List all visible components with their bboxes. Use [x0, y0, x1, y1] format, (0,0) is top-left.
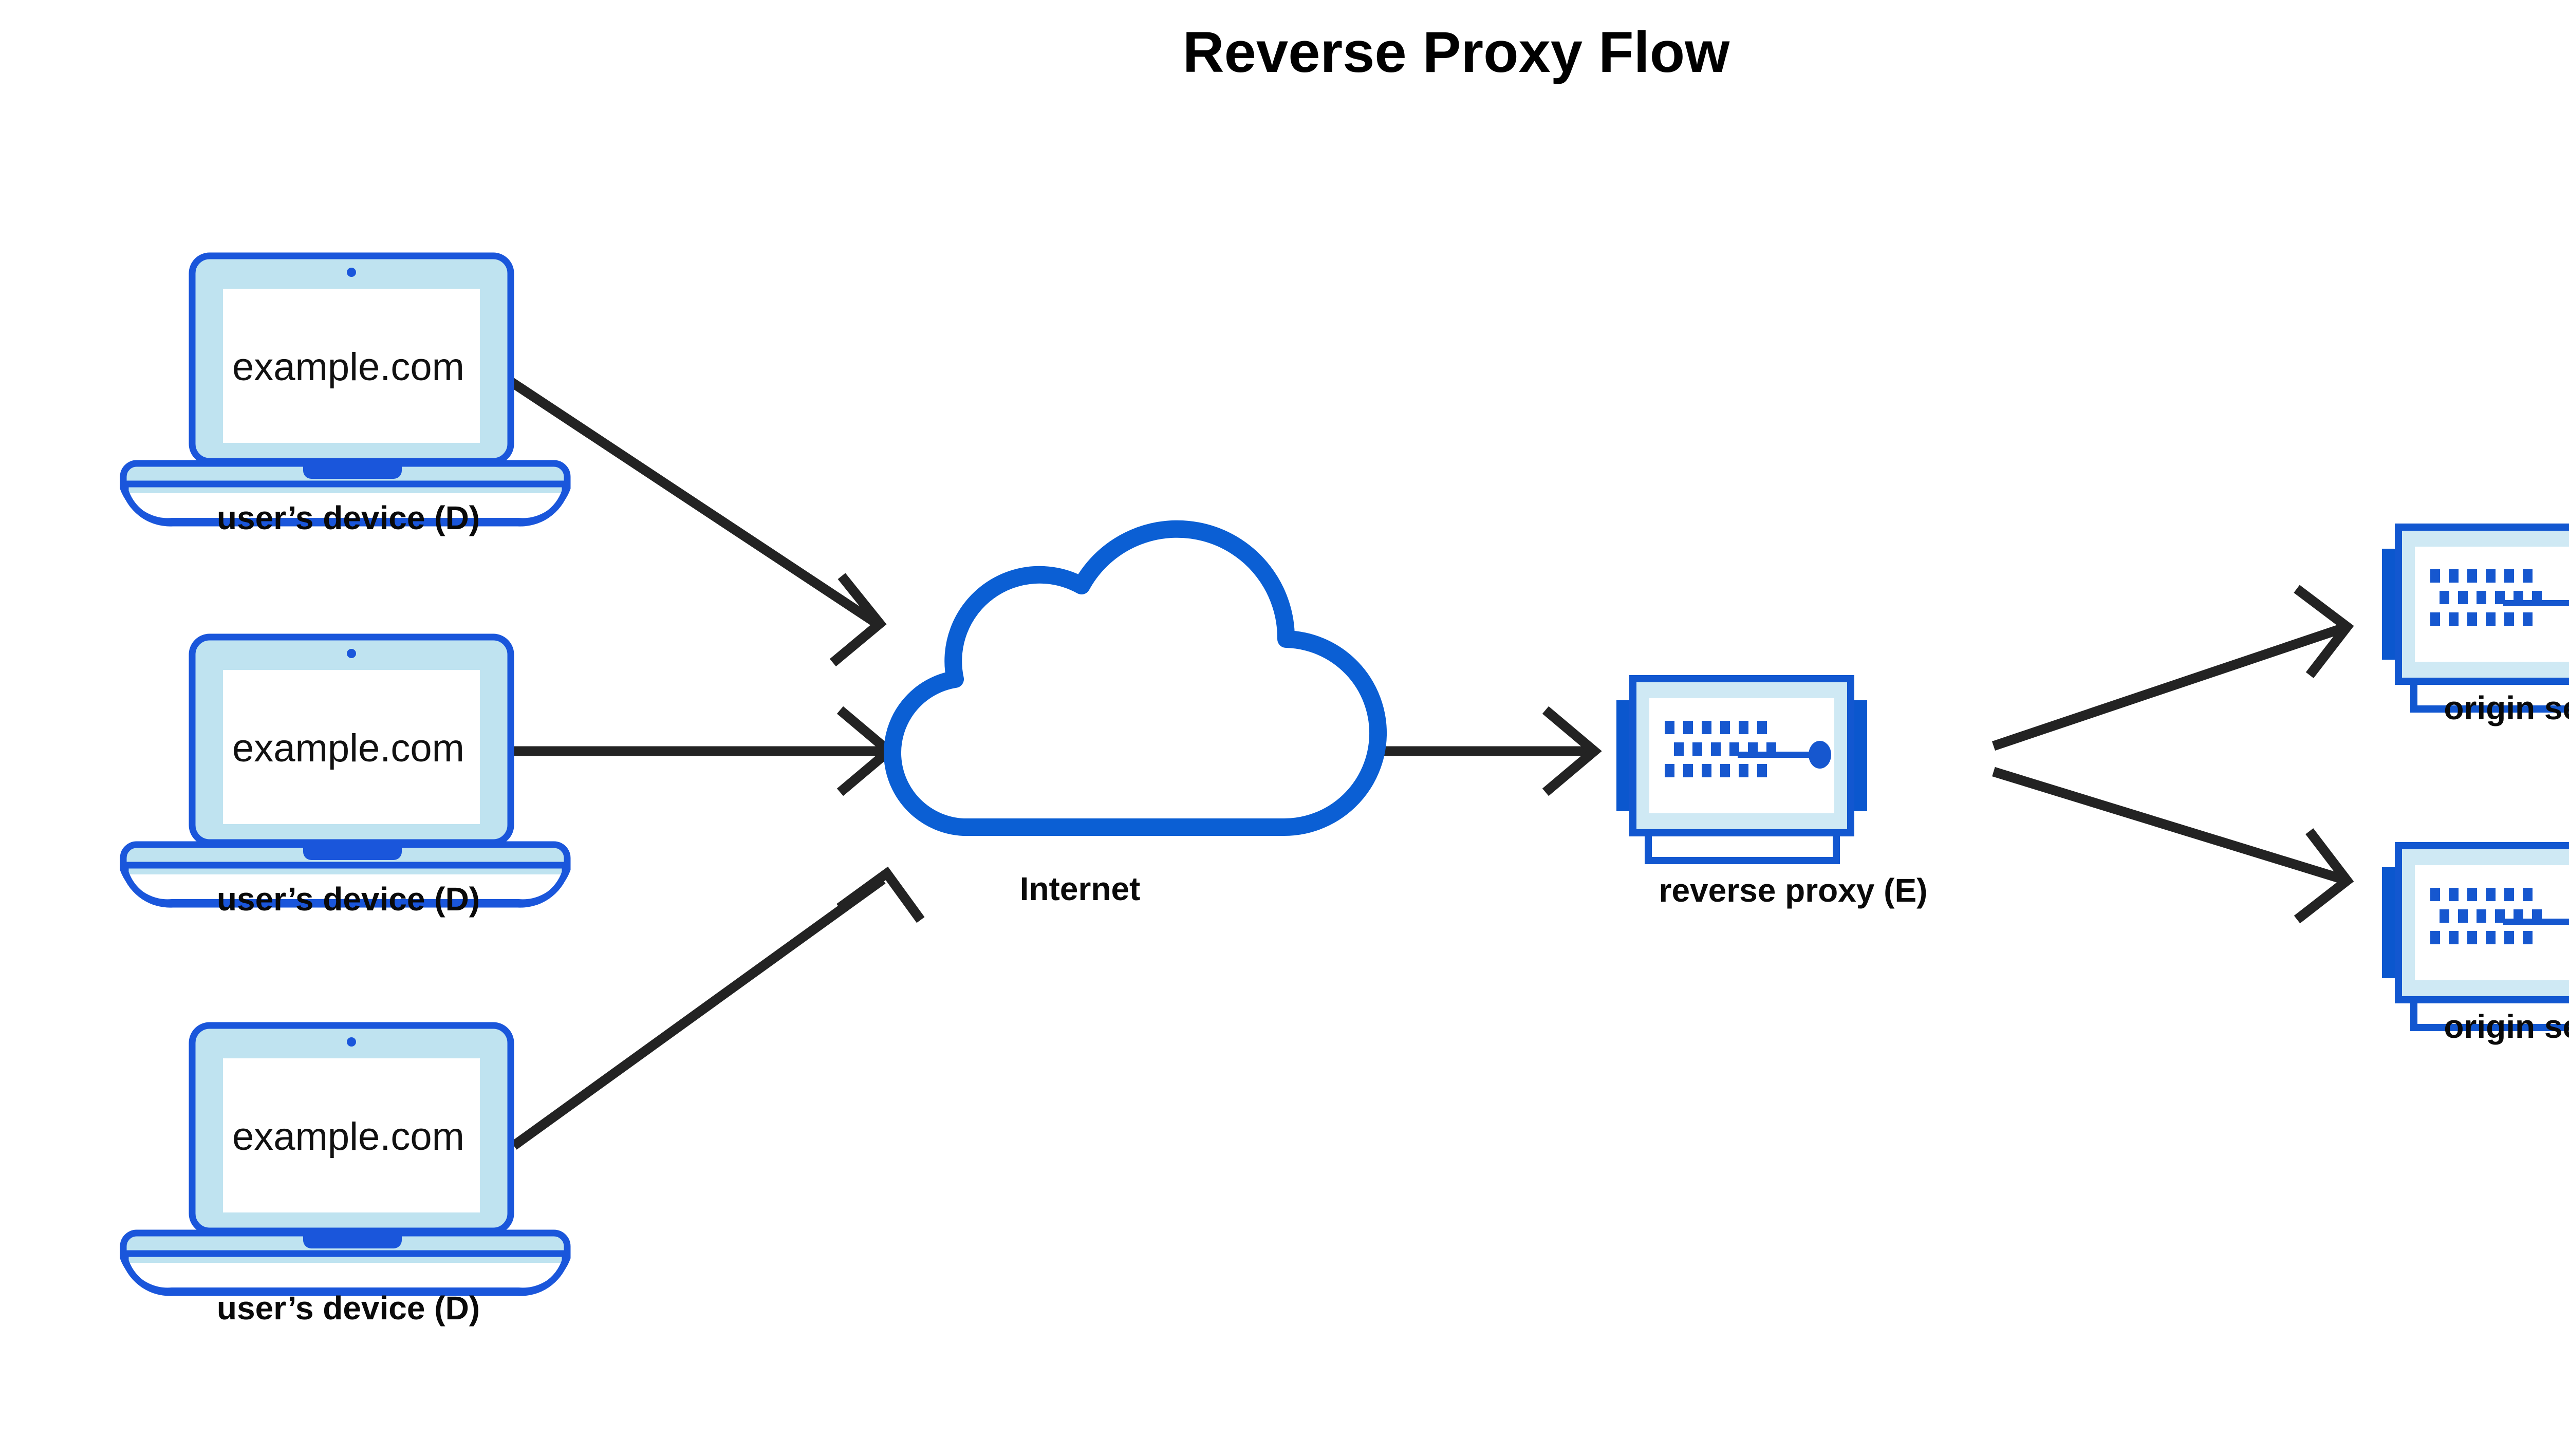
page-title: Reverse Proxy Flow — [1183, 20, 1730, 84]
server-icon — [1616, 679, 1867, 861]
origin-server-label: origin server (F) — [2444, 689, 2569, 726]
node-origin-server-bottom[interactable]: origin server (F) — [2382, 846, 2569, 1045]
device-screen-text: example.com — [232, 345, 464, 389]
device-label: user’s device (D) — [217, 499, 480, 536]
node-user-device-top[interactable]: example.com user’s device (D) — [123, 256, 567, 536]
laptop-icon — [123, 256, 567, 523]
laptop-icon — [123, 1025, 567, 1293]
server-icon — [2382, 527, 2569, 709]
arrow-device-top-to-internet — [506, 376, 887, 667]
device-label: user’s device (D) — [217, 1290, 480, 1327]
node-user-device-bottom[interactable]: example.com user’s device (D) — [123, 1025, 567, 1327]
arrow-device-middle-to-internet — [501, 706, 897, 796]
cloud-icon — [884, 520, 1387, 836]
arrow-device-bottom-to-internet — [511, 866, 925, 1150]
node-origin-server-top[interactable]: origin server (F) — [2382, 527, 2569, 726]
node-internet[interactable]: Internet — [884, 520, 1387, 907]
node-user-device-middle[interactable]: example.com user’s device (D) — [123, 637, 567, 918]
arrow-reverse-proxy-to-origin-top — [1991, 585, 2354, 751]
arrow-reverse-proxy-to-origin-bottom — [1992, 767, 2354, 924]
origin-server-label: origin server (F) — [2444, 1008, 2569, 1045]
device-label: user’s device (D) — [217, 881, 480, 918]
internet-label: Internet — [1020, 870, 1141, 907]
node-reverse-proxy[interactable]: reverse proxy (E) — [1616, 679, 1927, 909]
laptop-icon — [123, 637, 567, 904]
device-screen-text: example.com — [232, 1115, 464, 1159]
device-screen-text: example.com — [232, 726, 464, 770]
reverse-proxy-label: reverse proxy (E) — [1659, 872, 1928, 909]
server-icon — [2382, 846, 2569, 1028]
